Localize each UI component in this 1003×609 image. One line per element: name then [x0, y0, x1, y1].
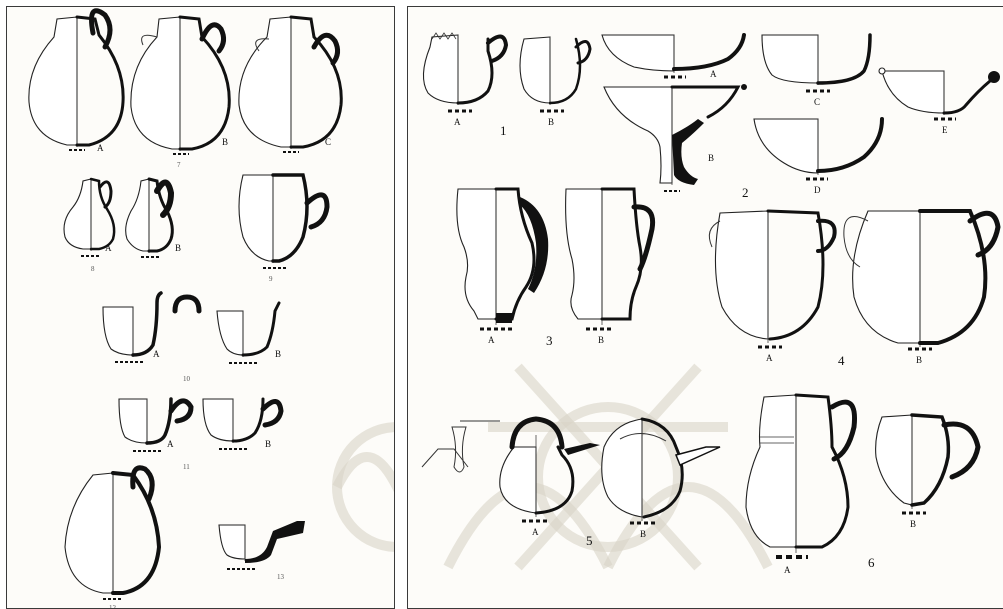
label-8b: B [175, 243, 181, 253]
label-7c: C [325, 137, 331, 147]
right-pottery-plate: A 1 B A [407, 6, 1003, 609]
vessel-7c: C [238, 15, 343, 153]
vessel-8b: B [125, 177, 181, 258]
label-8: 8 [91, 265, 95, 273]
label-7: 7 [177, 161, 181, 169]
vessel-7a: A [28, 8, 125, 153]
label-5: 5 [586, 533, 593, 548]
left-pottery-plate: A B 7 C [6, 6, 395, 609]
label-4a: A [766, 353, 773, 363]
vessel-1a: A 1 [422, 32, 509, 138]
vessel-8a: A 8 [63, 177, 116, 273]
label-6b: B [910, 519, 916, 529]
vessel-6a: A 6 [745, 393, 875, 575]
vessel-2a: A [601, 33, 746, 79]
label-8a: A [105, 243, 112, 253]
vessel-2e: E [878, 67, 1000, 135]
label-3a: A [488, 335, 495, 345]
left-plate-drawing: A B 7 C [28, 8, 394, 609]
vessel-12: 12 [64, 465, 162, 609]
vessel-7b: B 7 [130, 15, 231, 169]
label-10b: B [275, 349, 281, 359]
vessel-10b: B [216, 301, 281, 364]
label-12: 12 [109, 604, 117, 609]
label-2e: E [942, 125, 948, 135]
vessel-11a: A 11 [118, 397, 194, 471]
vessel-6b: B [875, 413, 981, 529]
vessel-2c: C [761, 33, 872, 107]
label-13: 13 [277, 573, 285, 581]
vessel-10a: A 10 [102, 291, 202, 383]
label-11a: A [167, 439, 174, 449]
vessel-5a: A 5 [421, 416, 600, 548]
vessel-11b: B [202, 397, 284, 450]
vessel-3a: A 3 [456, 187, 553, 348]
label-4: 4 [838, 353, 845, 368]
watermark-rosette [332, 422, 394, 552]
label-7a: A [97, 143, 104, 153]
vessel-4a: A 4 [708, 209, 845, 368]
vessel-5b: B [601, 417, 721, 539]
label-3b: B [598, 335, 604, 345]
label-5a: A [532, 527, 539, 537]
label-6a: A [784, 565, 791, 575]
label-4b: B [916, 355, 922, 365]
vessel-9: 9 [238, 173, 330, 283]
label-7b: B [222, 137, 228, 147]
label-11b: B [265, 439, 271, 449]
label-5b: B [640, 529, 646, 539]
label-2a: A [710, 69, 717, 79]
label-1b: B [548, 117, 554, 127]
label-1: 1 [500, 123, 507, 138]
label-9: 9 [269, 275, 273, 283]
vessel-2d: D [753, 117, 884, 195]
label-2d: D [814, 185, 821, 195]
label-11: 11 [183, 463, 190, 471]
label-10a: A [153, 349, 160, 359]
vessel-2b: B 2 [603, 84, 749, 200]
label-3: 3 [546, 333, 553, 348]
right-plate-drawing: A 1 B A [421, 32, 1001, 575]
label-2c: C [814, 97, 820, 107]
vessel-3b: B [565, 187, 656, 345]
label-1a: A [454, 117, 461, 127]
label-2b: B [708, 153, 714, 163]
vessel-4b: B [843, 209, 1001, 365]
vessel-13: 13 [218, 521, 305, 581]
label-6: 6 [868, 555, 875, 570]
label-2: 2 [742, 185, 749, 200]
vessel-1b: B [519, 36, 592, 127]
label-10: 10 [183, 375, 191, 383]
